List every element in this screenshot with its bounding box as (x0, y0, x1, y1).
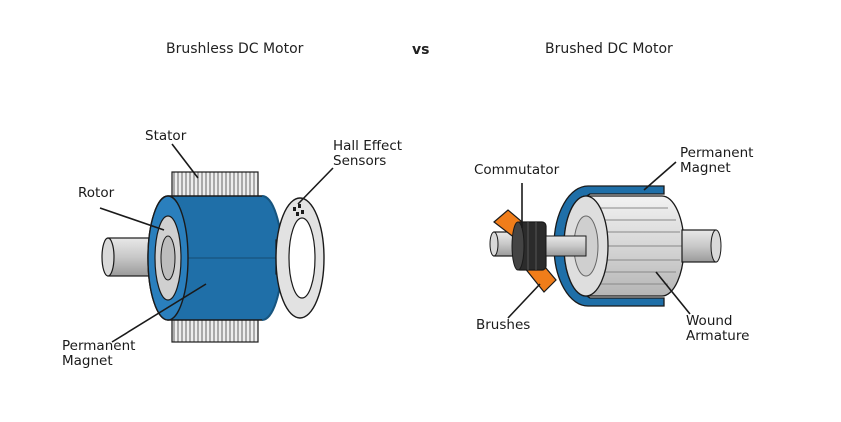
stator-fins-bottom (171, 317, 259, 343)
brushed-motor (489, 161, 722, 319)
brushes-leader (507, 283, 541, 319)
stator-fins-top (171, 171, 259, 199)
label-hall-effect-sensors: Hall Effect Sensors (333, 138, 403, 169)
label-rotor: Rotor (78, 185, 115, 201)
label-wound-armature: Wound Armature (686, 313, 750, 344)
brushed-shaft-right (681, 229, 717, 263)
brushed-title: Brushed DC Motor (545, 41, 673, 57)
stator-leader (171, 143, 199, 179)
magnet-leader-left (111, 283, 207, 343)
magnet-leader-right (643, 161, 677, 191)
hall-leader (297, 167, 334, 205)
label-brushes: Brushes (476, 317, 531, 333)
brushless-title: Brushless DC Motor (166, 41, 304, 57)
label-permanent-magnet-left: Permanent Magnet (62, 338, 136, 369)
label-commutator: Commutator (474, 162, 560, 178)
vs-label: vs (412, 42, 430, 58)
armature-leader (655, 271, 691, 315)
label-permanent-magnet-right: Permanent Magnet (680, 145, 754, 176)
rotor-leader (99, 207, 165, 231)
brushless-motor (99, 143, 334, 343)
label-stator: Stator (145, 128, 187, 144)
